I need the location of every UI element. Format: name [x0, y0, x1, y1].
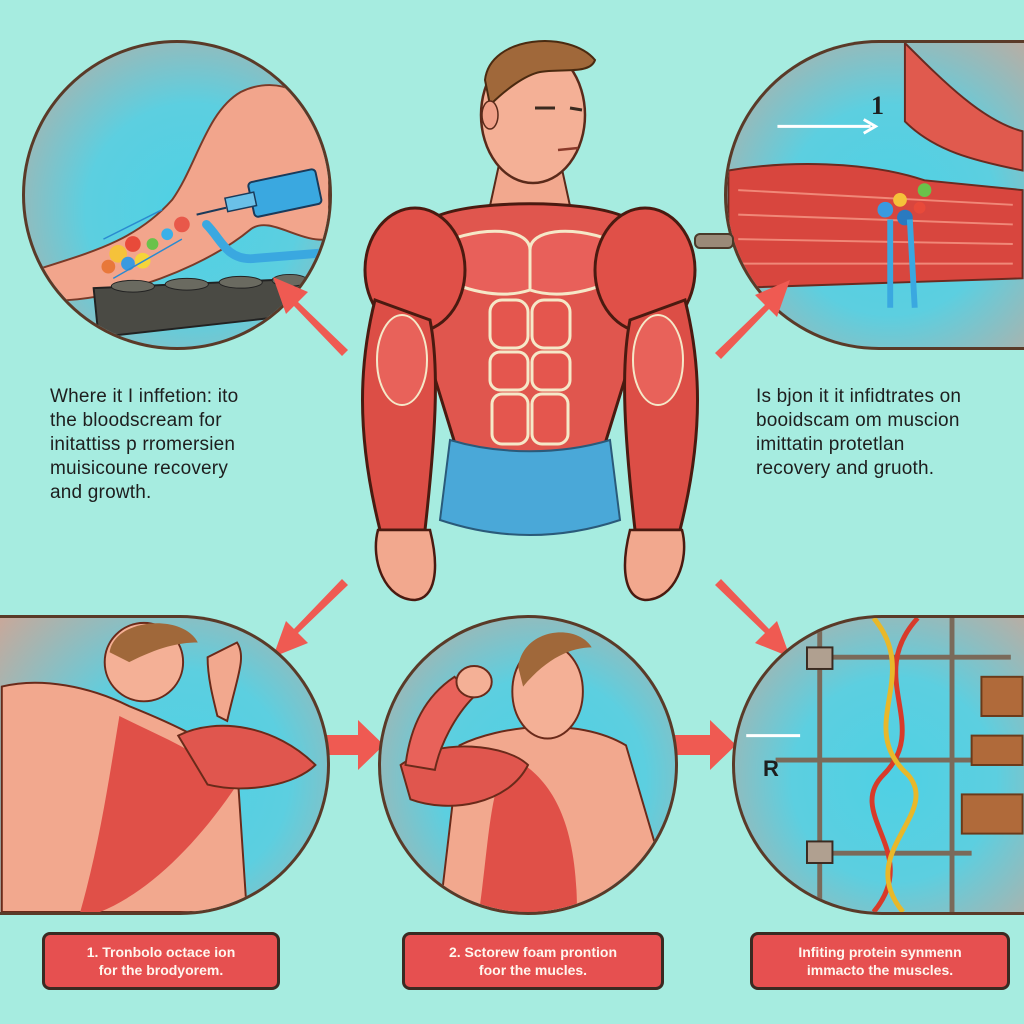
abdominal-muscles: [488, 298, 572, 446]
panel-side-flex: [378, 615, 678, 915]
arrow-step1-to-step2-icon: [320, 720, 384, 770]
sample-tray-icon: [92, 273, 321, 339]
step-badge-3: Infiting protein synmenn immacto the mus…: [750, 932, 1010, 990]
syringe-icon: [196, 168, 323, 218]
panel-step-number: 1: [871, 91, 884, 120]
arrow-step2-to-step3-icon: [672, 720, 736, 770]
step-badge-2: 2. Sctorew foam prontion foor the mucles…: [402, 932, 664, 990]
caption-left: Where it I inffetion: ito the bloodscrea…: [50, 386, 239, 503]
back-flex-illustration: [0, 621, 317, 912]
caption-right: Is bjon it it infidtrates on booidscam o…: [756, 386, 962, 479]
side-flex-illustration: [399, 632, 675, 912]
pipe-stub: [694, 233, 734, 249]
arrow-to-top-left-icon: [273, 277, 348, 356]
arrow-to-bottom-left-icon: [273, 579, 348, 657]
arrow-to-top-right-icon: [715, 280, 790, 359]
arrow-to-bottom-right-icon: [715, 579, 790, 657]
wooden-shelves: [960, 675, 1024, 835]
panel-step-letter: R: [763, 756, 779, 781]
dna-helix-icon: [869, 618, 920, 912]
muscular-man-figure: [340, 0, 720, 610]
step-badge-1: 1. Tronbolo octace ion for the brodyorem…: [42, 932, 280, 990]
muscle-fiber-illustration: [727, 43, 1024, 308]
syringe-arm-illustration: [25, 84, 329, 339]
panel-dna-lab: R: [732, 615, 1024, 915]
panel-injection-arm: [22, 40, 332, 350]
panel-back-flex: [0, 615, 330, 915]
dna-lab-illustration: [746, 618, 1024, 912]
anatomy-body-illustration: [361, 40, 699, 602]
